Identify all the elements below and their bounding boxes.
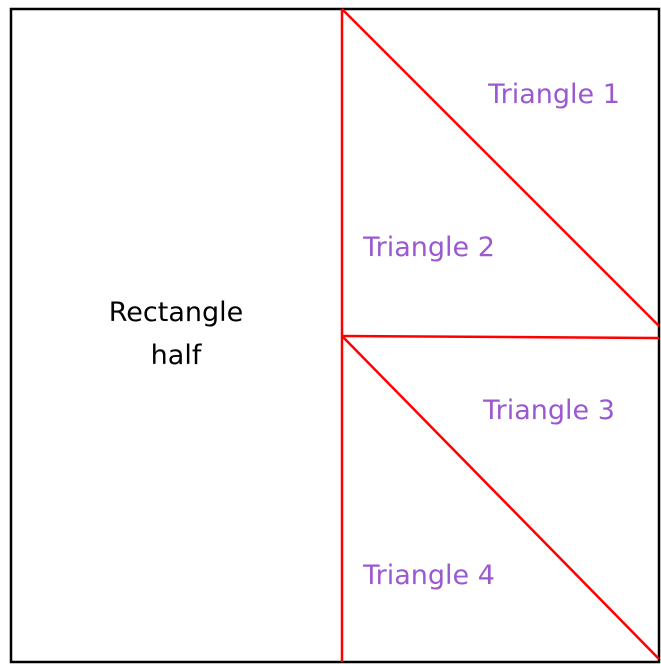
triangle-1-label: Triangle 1 [487,79,620,110]
horizontal-divider [341,334,660,340]
rectangle-half-label-line1: Rectangle [109,297,244,328]
triangle-2-label: Triangle 2 [362,232,495,263]
diagonal-upper [341,8,660,327]
triangle-4-label: Triangle 4 [362,560,495,591]
red-dividers [340,8,660,662]
outer-square [9,7,661,664]
rectangle-half-label-line2: half [151,340,203,371]
triangle-3-label: Triangle 3 [482,395,615,426]
diagonal-lower [341,335,660,660]
